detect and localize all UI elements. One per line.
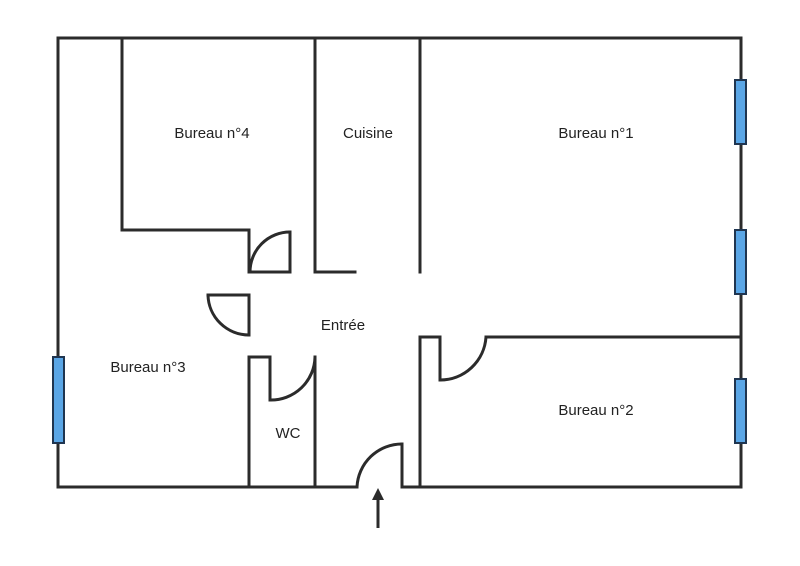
window-bureau1-bottom — [734, 229, 747, 295]
door-main-entrance — [355, 442, 404, 489]
room-label-bureau3: Bureau n°3 — [110, 359, 185, 376]
room-label-wc: WC — [276, 425, 301, 442]
room-label-bureau2: Bureau n°2 — [558, 402, 633, 419]
door-bureau2 — [438, 335, 488, 382]
doors — [206, 230, 488, 489]
room-label-bureau4: Bureau n°4 — [174, 125, 249, 142]
window-bureau3 — [52, 356, 65, 444]
windows — [52, 79, 747, 444]
outer-walls — [56, 36, 743, 489]
room-label-cuisine: Cuisine — [343, 125, 393, 142]
arrow-up-icon — [372, 488, 384, 528]
window-bureau2 — [734, 378, 747, 444]
room-label-entree: Entrée — [321, 317, 365, 334]
door-bureau3 — [206, 293, 251, 337]
interior-walls — [120, 36, 743, 489]
door-wc — [268, 355, 317, 402]
window-bureau1-top — [734, 79, 747, 145]
room-label-bureau1: Bureau n°1 — [558, 125, 633, 142]
door-bureau4 — [247, 230, 292, 274]
